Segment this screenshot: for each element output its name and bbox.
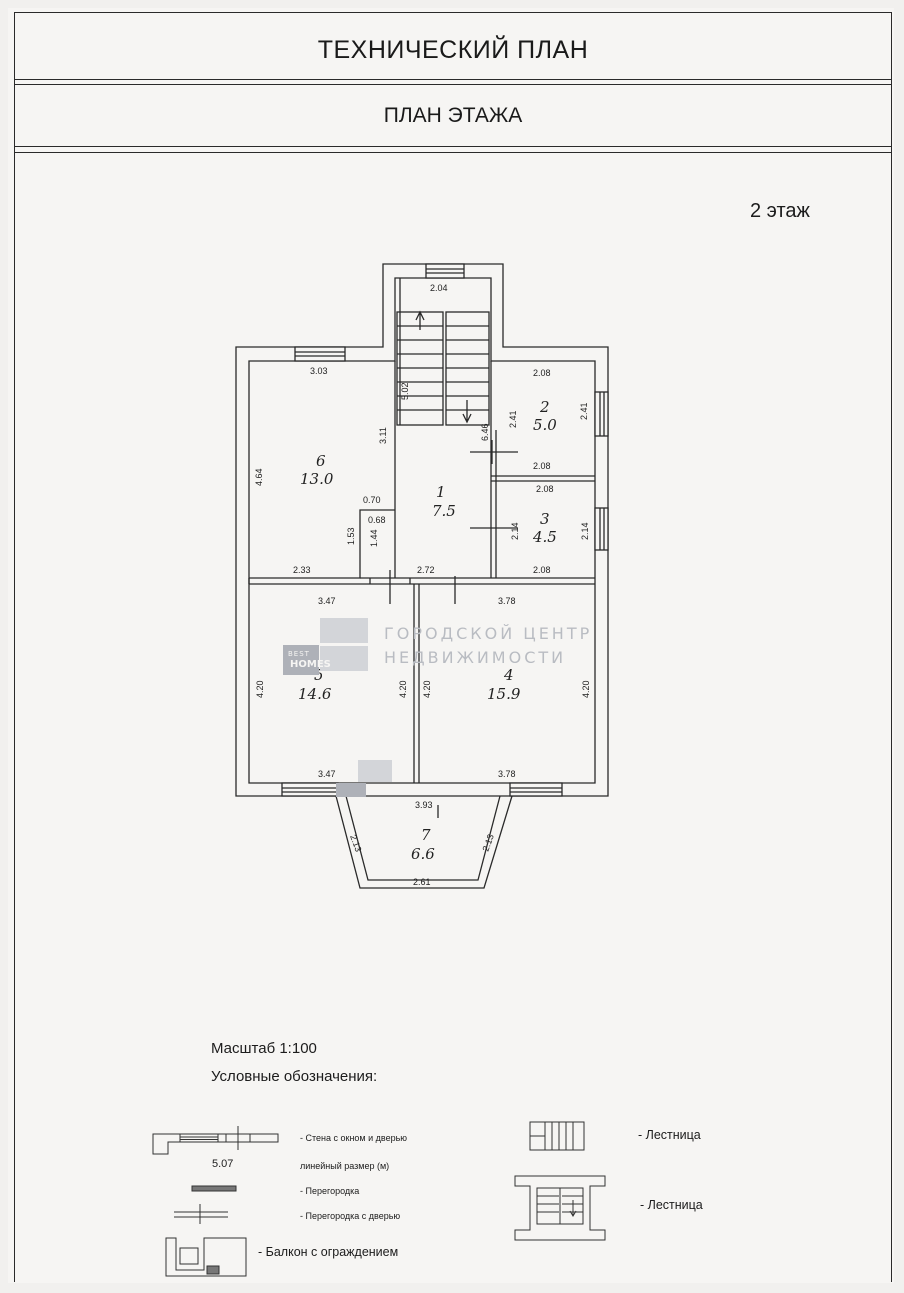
dim-r7-right: 2.13	[480, 833, 495, 853]
room-6-number: 6	[316, 452, 326, 470]
title-divider-1	[14, 79, 892, 80]
dim-r3-top: 2.08	[536, 484, 554, 494]
dim-r4-left: 4.20	[422, 680, 432, 698]
dim-notch-w2: 0.68	[368, 515, 386, 525]
window-stair	[425, 263, 465, 279]
legend-item-partition: - Перегородка	[300, 1186, 360, 1196]
dim-stair-length: 5.02	[400, 382, 410, 400]
title-divider-4	[14, 152, 892, 153]
drawing-frame	[14, 12, 892, 1282]
title-divider-2	[14, 84, 892, 85]
dim-stair-width: 2.04	[430, 283, 448, 293]
window-room2	[594, 391, 609, 437]
legend-item-wall: - Стена с окном и дверью	[300, 1133, 408, 1143]
partition-2-3	[491, 475, 595, 482]
room6-bottom-wall	[249, 509, 395, 579]
dim-notch-h1: 1.53	[346, 527, 356, 545]
window-room3	[594, 507, 609, 551]
title-divider-3	[14, 146, 892, 147]
document-title: ТЕХНИЧЕСКИЙ ПЛАН	[317, 36, 589, 64]
dim-r3-left: 2.14	[510, 522, 520, 540]
room-1-number: 1	[436, 483, 446, 501]
dim-r4-top: 3.78	[498, 596, 516, 606]
scale-text: Масштаб 1:100	[211, 1040, 317, 1057]
partition-4-5	[413, 584, 420, 783]
dim-r2-top: 2.08	[533, 368, 551, 378]
watermark-line2: НЕДВИЖИМОСТИ	[384, 648, 567, 667]
dim-r1-bottom: 2.72	[417, 565, 435, 575]
room-3-number: 3	[540, 510, 550, 528]
legend-balcony-symbol	[165, 1237, 247, 1277]
partition-1-3	[490, 430, 497, 578]
stair-up-arrow	[415, 310, 425, 330]
room-5-area: 14.6	[298, 685, 332, 703]
balcony-outline	[335, 795, 513, 889]
stair-down-arrow	[462, 400, 472, 424]
dim-r2-right: 2.41	[579, 402, 589, 420]
dim-r5-right: 4.20	[398, 680, 408, 698]
dim-r5-top: 3.47	[318, 596, 336, 606]
dim-r7-bottom: 2.61	[413, 877, 431, 887]
dim-notch-h2: 1.44	[369, 529, 379, 547]
floor-label: 2 этаж	[750, 200, 810, 222]
room-2-area: 5.0	[533, 416, 557, 434]
room-4-area: 15.9	[487, 685, 521, 703]
legend-wall-symbol	[152, 1133, 279, 1155]
watermark-brand-bottom: HOMES	[290, 659, 331, 670]
watermark-brand-top: BEST	[288, 650, 310, 658]
dim-r6-bottom: 2.33	[293, 565, 311, 575]
dim-stair-wall: 6.46	[480, 423, 490, 441]
legend-item-balcony: - Балкон с ограждением	[258, 1245, 399, 1259]
dim-r5-left: 4.20	[255, 680, 265, 698]
dim-notch-w1: 0.70	[363, 495, 381, 505]
legend-item-stair-2: - Лестница	[640, 1198, 703, 1212]
legend-sample-dimension: 5.07	[212, 1158, 234, 1170]
room-3-area: 4.5	[532, 528, 557, 546]
legend-partition-door-symbol	[174, 1204, 228, 1224]
dim-r4-right: 4.20	[581, 680, 591, 698]
dim-r4-bottom: 3.78	[498, 769, 516, 779]
window-room4	[509, 782, 563, 797]
room-7-area: 6.6	[411, 845, 435, 863]
watermark-logo-box	[283, 645, 319, 675]
legend-partition-symbol	[191, 1185, 237, 1192]
dim-r3-bottom: 2.08	[533, 565, 551, 575]
room-6-area: 13.0	[300, 470, 334, 488]
legend-title: Условные обозначения:	[211, 1068, 378, 1085]
sheet	[8, 8, 894, 1283]
legend-item-dimension: линейный размер (м)	[300, 1161, 390, 1171]
dim-r5-bottom: 3.47	[318, 769, 336, 779]
dim-r6-side: 4.64	[254, 468, 264, 486]
document-subtitle: ПЛАН ЭТАЖА	[383, 104, 523, 127]
dim-r7-top: 3.93	[415, 800, 433, 810]
dim-r2-left: 2.41	[508, 410, 518, 428]
dim-r3-right: 2.14	[580, 522, 590, 540]
room-7-number: 7	[421, 826, 431, 844]
room-4-number: 4	[503, 666, 514, 684]
dim-r6-top: 3.03	[310, 366, 328, 376]
room-2-number: 2	[539, 398, 550, 416]
dim-r6-inner: 3.11	[378, 427, 388, 444]
room-1-area: 7.5	[432, 502, 456, 520]
window-room6	[294, 346, 346, 362]
window-room5	[281, 782, 339, 797]
watermark-line1: ГОРОДСКОЙ ЦЕНТР	[384, 624, 593, 643]
legend-item-partition-door: - Перегородка с дверью	[300, 1211, 401, 1221]
legend-item-stair-1: - Лестница	[638, 1128, 701, 1142]
dim-r2-bottom: 2.08	[533, 461, 551, 471]
legend-stair-symbol-2	[514, 1175, 606, 1241]
